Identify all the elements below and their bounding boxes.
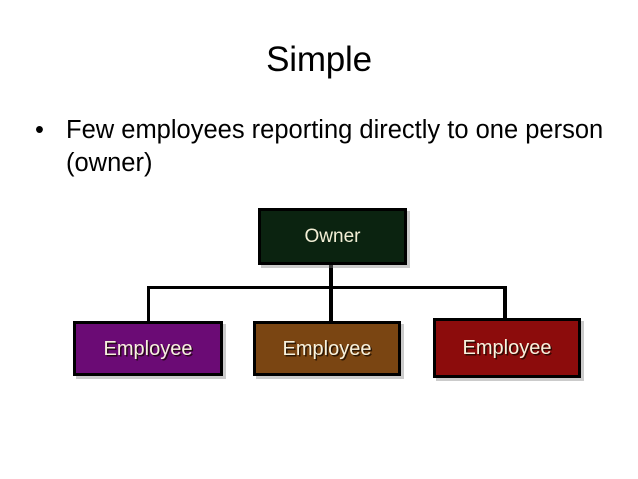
org-node-employee-1-label: Employee: [103, 337, 193, 360]
org-node-employee-2-label: Employee: [282, 337, 372, 360]
connector-drop-employee-1: [147, 286, 150, 322]
list-item-label: Few employees reporting directly to one …: [66, 116, 604, 177]
page-title: Simple: [266, 40, 372, 79]
org-node-employee-3-label: Employee: [462, 337, 552, 359]
connector-stem-owner: [329, 264, 333, 322]
bullet-dot-icon: •: [35, 116, 44, 144]
org-node-owner-label: Owner: [304, 225, 361, 247]
connector-horizontal-bus: [147, 286, 507, 289]
list-item: • Few employees reporting directly to on…: [26, 114, 606, 180]
bullet-list: • Few employees reporting directly to on…: [26, 114, 606, 180]
org-node-employee-2[interactable]: Employee: [253, 321, 401, 376]
connector-drop-employee-3: [503, 286, 507, 319]
org-node-owner[interactable]: Owner: [258, 208, 407, 265]
org-node-employee-3[interactable]: Employee: [433, 318, 581, 378]
org-node-employee-1[interactable]: Employee: [73, 321, 223, 376]
